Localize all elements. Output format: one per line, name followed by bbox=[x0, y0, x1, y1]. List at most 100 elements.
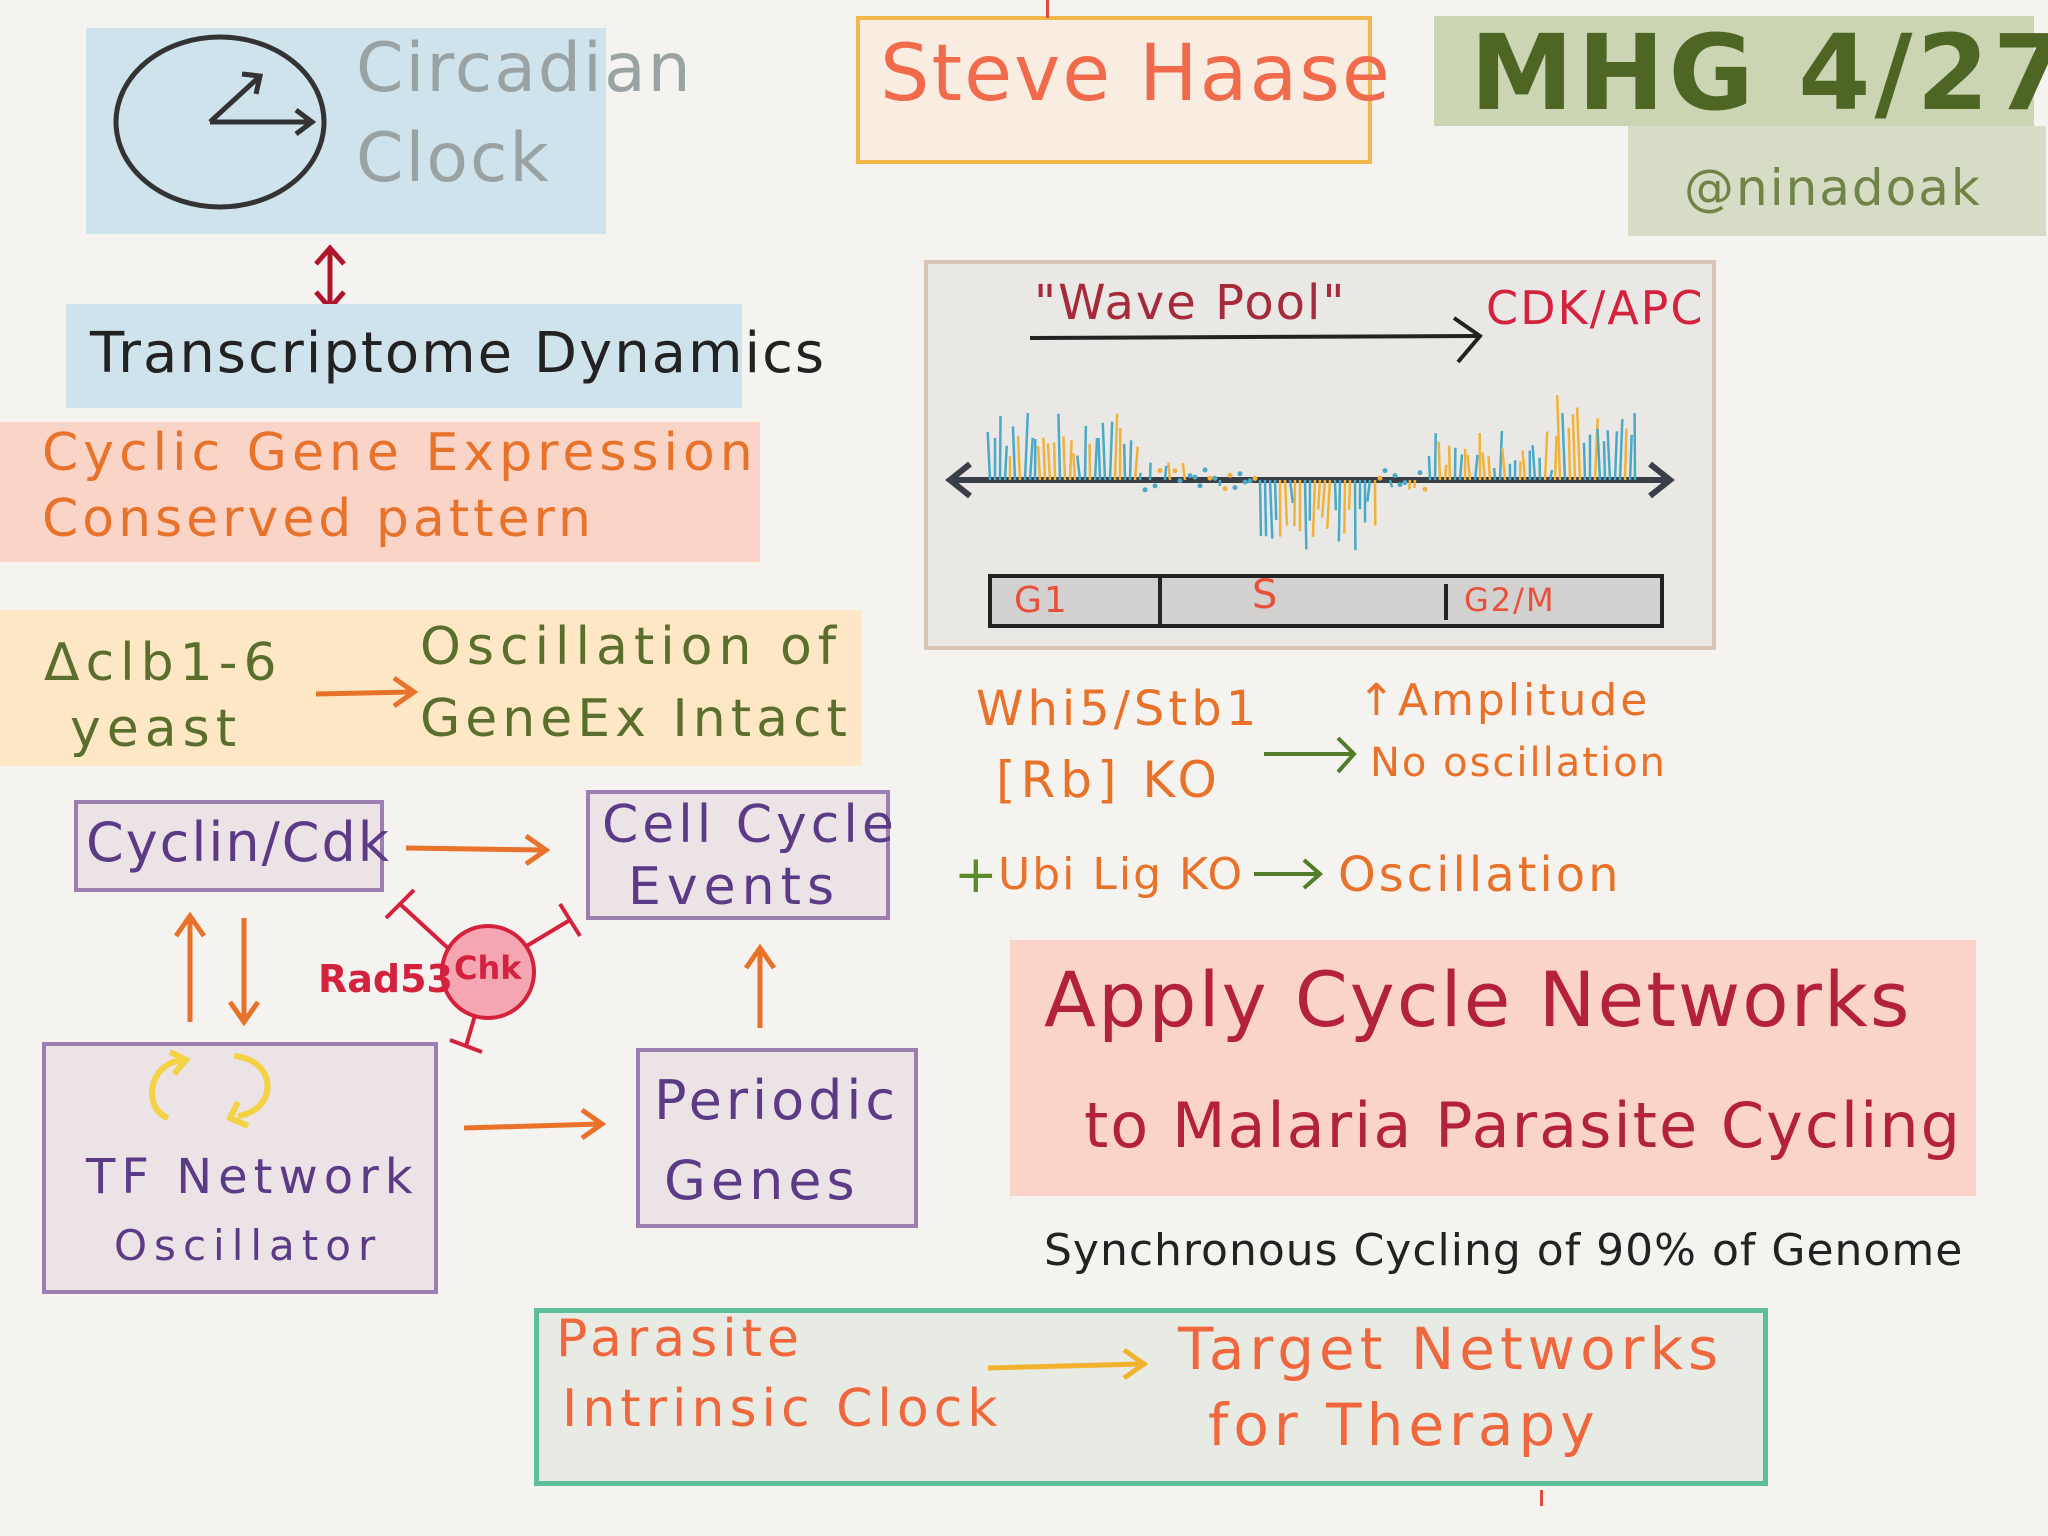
wave-stroke bbox=[1133, 446, 1139, 481]
parasite-line1: Parasite bbox=[556, 1309, 805, 1369]
speaker-title-box bbox=[856, 16, 1372, 164]
whi5-line2: [Rb] KO bbox=[996, 751, 1222, 809]
wave-stroke bbox=[1097, 437, 1102, 481]
handle-bg bbox=[1628, 126, 2046, 236]
wave-dot bbox=[1382, 468, 1388, 474]
event-title: MHG 4/27 bbox=[1470, 12, 2048, 134]
phase-bar bbox=[988, 574, 1664, 628]
wave-stroke bbox=[1548, 469, 1554, 481]
rad53-label: Rad53 bbox=[318, 957, 453, 1001]
wave-stroke bbox=[1333, 479, 1338, 511]
wave-stroke bbox=[1083, 425, 1088, 481]
wave-stroke bbox=[1613, 431, 1619, 481]
wave-dot bbox=[1177, 478, 1183, 484]
wave-dot bbox=[1247, 478, 1253, 484]
wave-stroke bbox=[1518, 461, 1522, 481]
wave-axis-left-arrowhead bbox=[945, 461, 972, 499]
tf-to-periodic-arrow bbox=[463, 1107, 607, 1141]
speaker-name: Steve Haase bbox=[880, 29, 1392, 119]
wave-dot bbox=[1242, 479, 1248, 485]
whi5-arrow bbox=[1264, 736, 1357, 774]
wave-stroke bbox=[1057, 413, 1062, 481]
wave-pool-arrow bbox=[1029, 316, 1483, 364]
wave-stroke bbox=[1023, 412, 1030, 481]
wave-stroke bbox=[1068, 439, 1073, 481]
circadian-label-line1: Circadian bbox=[356, 29, 693, 108]
tf-network-box bbox=[42, 1042, 438, 1294]
parasite-arrow bbox=[987, 1347, 1149, 1381]
wave-stroke bbox=[1618, 418, 1624, 481]
wave-stroke bbox=[1388, 479, 1394, 488]
wave-dot bbox=[1152, 483, 1158, 489]
wave-stroke bbox=[1366, 479, 1372, 502]
wave-dot bbox=[1252, 475, 1258, 481]
ubi-arrow bbox=[1254, 858, 1324, 890]
speaker-top-tick bbox=[1046, 0, 1049, 18]
cell-cycle-box bbox=[586, 790, 890, 920]
wave-stroke bbox=[1316, 479, 1322, 510]
wave-stroke bbox=[1553, 436, 1558, 481]
periodic-line2: Genes bbox=[664, 1149, 860, 1212]
cyclin-cdk-label: Cyclin/Cdk bbox=[86, 811, 392, 874]
wave-stroke bbox=[1337, 479, 1342, 542]
wave-stroke bbox=[1443, 464, 1448, 481]
phase-divider-2 bbox=[1444, 584, 1448, 620]
mutant-line2: yeast bbox=[70, 699, 243, 759]
wave-stroke bbox=[1036, 445, 1042, 481]
result-line1: Oscillation of bbox=[420, 617, 843, 677]
wave-stroke bbox=[1093, 437, 1099, 481]
wave-stroke bbox=[1521, 450, 1527, 481]
wave-stroke bbox=[1343, 479, 1347, 534]
wave-stroke bbox=[1543, 431, 1549, 481]
result-line2: GeneEx Intact bbox=[420, 689, 852, 749]
wave-stroke bbox=[1596, 428, 1602, 481]
wave-stroke bbox=[1101, 422, 1107, 481]
wave-stroke bbox=[1042, 437, 1047, 481]
malaria-line1: Apply Cycle Networks bbox=[1044, 955, 1912, 1044]
cell-cycle-line2: Events bbox=[628, 857, 841, 917]
wave-dot bbox=[1227, 472, 1233, 478]
wave-stroke bbox=[1531, 445, 1537, 481]
wave-stroke bbox=[1571, 414, 1577, 481]
wave-dot bbox=[1172, 468, 1178, 474]
wave-stroke bbox=[1593, 418, 1599, 481]
wave-dot bbox=[1187, 473, 1193, 479]
synchronous-cycling: Synchronous Cycling of 90% of Genome bbox=[1044, 1225, 1964, 1276]
wave-stroke bbox=[1263, 479, 1268, 537]
wave-dot bbox=[1392, 473, 1398, 479]
wave-stroke bbox=[1293, 479, 1297, 527]
wave-stroke bbox=[1138, 472, 1142, 481]
cyclic-line2: Conserved pattern bbox=[42, 489, 595, 549]
expression-wave-plot bbox=[945, 395, 1675, 551]
wave-stroke bbox=[1466, 454, 1472, 481]
phase-g1: G1 bbox=[1014, 580, 1069, 621]
wave-dot bbox=[1397, 482, 1403, 488]
phase-s: S bbox=[1252, 572, 1280, 618]
wave-stroke bbox=[1181, 462, 1187, 481]
wave-stroke bbox=[1072, 453, 1077, 481]
ubi-result: Oscillation bbox=[1338, 847, 1622, 903]
bottom-tick bbox=[1540, 1490, 1543, 1506]
wave-stroke bbox=[1325, 479, 1332, 529]
parasite-line2: Intrinsic Clock bbox=[562, 1379, 1003, 1439]
wave-stroke bbox=[1433, 433, 1437, 481]
whi5-result-line1: ↑Amplitude bbox=[1358, 675, 1651, 726]
wave-stroke bbox=[1567, 427, 1572, 481]
wave-stroke bbox=[1628, 434, 1633, 481]
wave-stroke bbox=[1028, 437, 1034, 481]
wave-dot bbox=[1202, 467, 1208, 473]
periodic-to-events-arrow bbox=[743, 943, 777, 1028]
malaria-box bbox=[1010, 940, 1976, 1196]
clock-icon bbox=[113, 34, 327, 210]
wave-dot bbox=[1417, 470, 1423, 476]
wave-stroke bbox=[1487, 456, 1492, 481]
wave-stroke bbox=[1606, 430, 1612, 481]
wave-stroke bbox=[1046, 443, 1052, 481]
transcriptome-box bbox=[66, 304, 742, 408]
wave-stroke bbox=[986, 431, 992, 481]
cyclic-box bbox=[0, 422, 760, 562]
wave-stroke bbox=[1447, 445, 1452, 481]
wave-stroke bbox=[1303, 479, 1308, 550]
wave-dot bbox=[1402, 480, 1408, 486]
wave-axis-right-arrowhead bbox=[1648, 461, 1675, 499]
